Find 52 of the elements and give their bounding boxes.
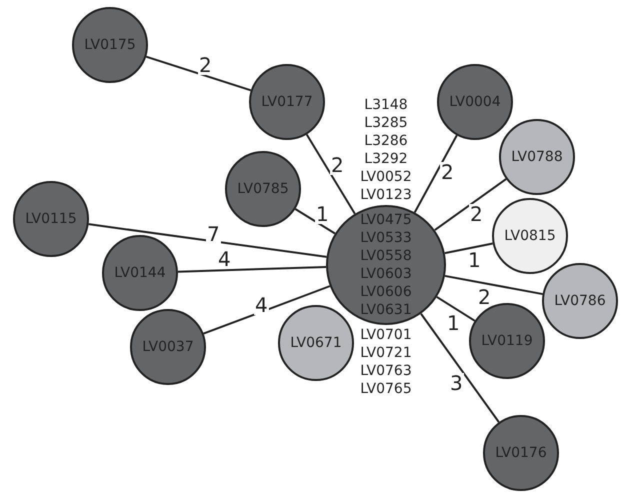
connector-line — [434, 178, 507, 231]
node-label: LV0558 — [360, 247, 412, 265]
node-circle: LV0785 — [225, 151, 301, 227]
connector-line — [294, 208, 336, 234]
node-circle: LV0176 — [483, 415, 559, 491]
node-caption: LV0701 — [360, 326, 412, 344]
node-circle: LV0115 — [13, 181, 89, 257]
node-caption: L3148 — [364, 96, 408, 114]
edge-label: 1 — [446, 313, 461, 333]
node-circle: LV0004 — [437, 64, 513, 140]
connector-line — [306, 134, 356, 214]
node-caption: LV0721 — [360, 344, 412, 362]
node-circle: LV0037 — [130, 309, 206, 385]
node-caption: LV0052 — [360, 168, 412, 186]
node-circle: LV0788 — [499, 119, 575, 195]
node-caption: LV0763 — [360, 362, 412, 380]
node-circle: LV0177 — [249, 64, 325, 140]
node-circle: LV0671 — [278, 305, 354, 381]
connector-line — [414, 134, 458, 213]
node-circle: LV0175 — [72, 7, 148, 83]
connector-line — [436, 296, 476, 322]
node-caption: L3285 — [364, 114, 408, 132]
edge-label: 3 — [449, 373, 464, 393]
node-label: LV0631 — [360, 301, 412, 319]
edge-label: 4 — [254, 295, 269, 315]
edge-label: 2 — [330, 155, 345, 175]
node-label: LV0533 — [360, 229, 412, 247]
node-label: LV0475 — [360, 211, 412, 229]
edge-label: 7 — [206, 224, 221, 244]
edge-label: 2 — [469, 204, 484, 224]
edge-label: 1 — [467, 250, 482, 270]
node-circle: LV0786 — [542, 263, 618, 339]
edge-label: 2 — [198, 55, 213, 75]
connector-line — [88, 223, 327, 258]
node-caption: LV0765 — [360, 380, 412, 398]
node-caption: LV0123 — [360, 186, 412, 204]
connector-line — [203, 285, 330, 335]
edge-label: 2 — [440, 162, 455, 182]
node-circle: LV0144 — [102, 235, 178, 311]
node-label: LV0606 — [360, 283, 412, 301]
connector-line — [444, 274, 543, 296]
node-caption: L3292 — [364, 150, 408, 168]
connector-line — [444, 242, 493, 254]
edge-label: 1 — [315, 204, 330, 224]
edge-label: 4 — [217, 249, 232, 269]
node-label: LV0603 — [360, 265, 412, 283]
node-circle: LV0119 — [469, 303, 545, 379]
node-circle: LV0815 — [492, 198, 568, 274]
connector-line — [420, 313, 500, 423]
connector-line — [178, 266, 326, 273]
connector-line — [146, 56, 252, 92]
node-caption: L3286 — [364, 132, 408, 150]
